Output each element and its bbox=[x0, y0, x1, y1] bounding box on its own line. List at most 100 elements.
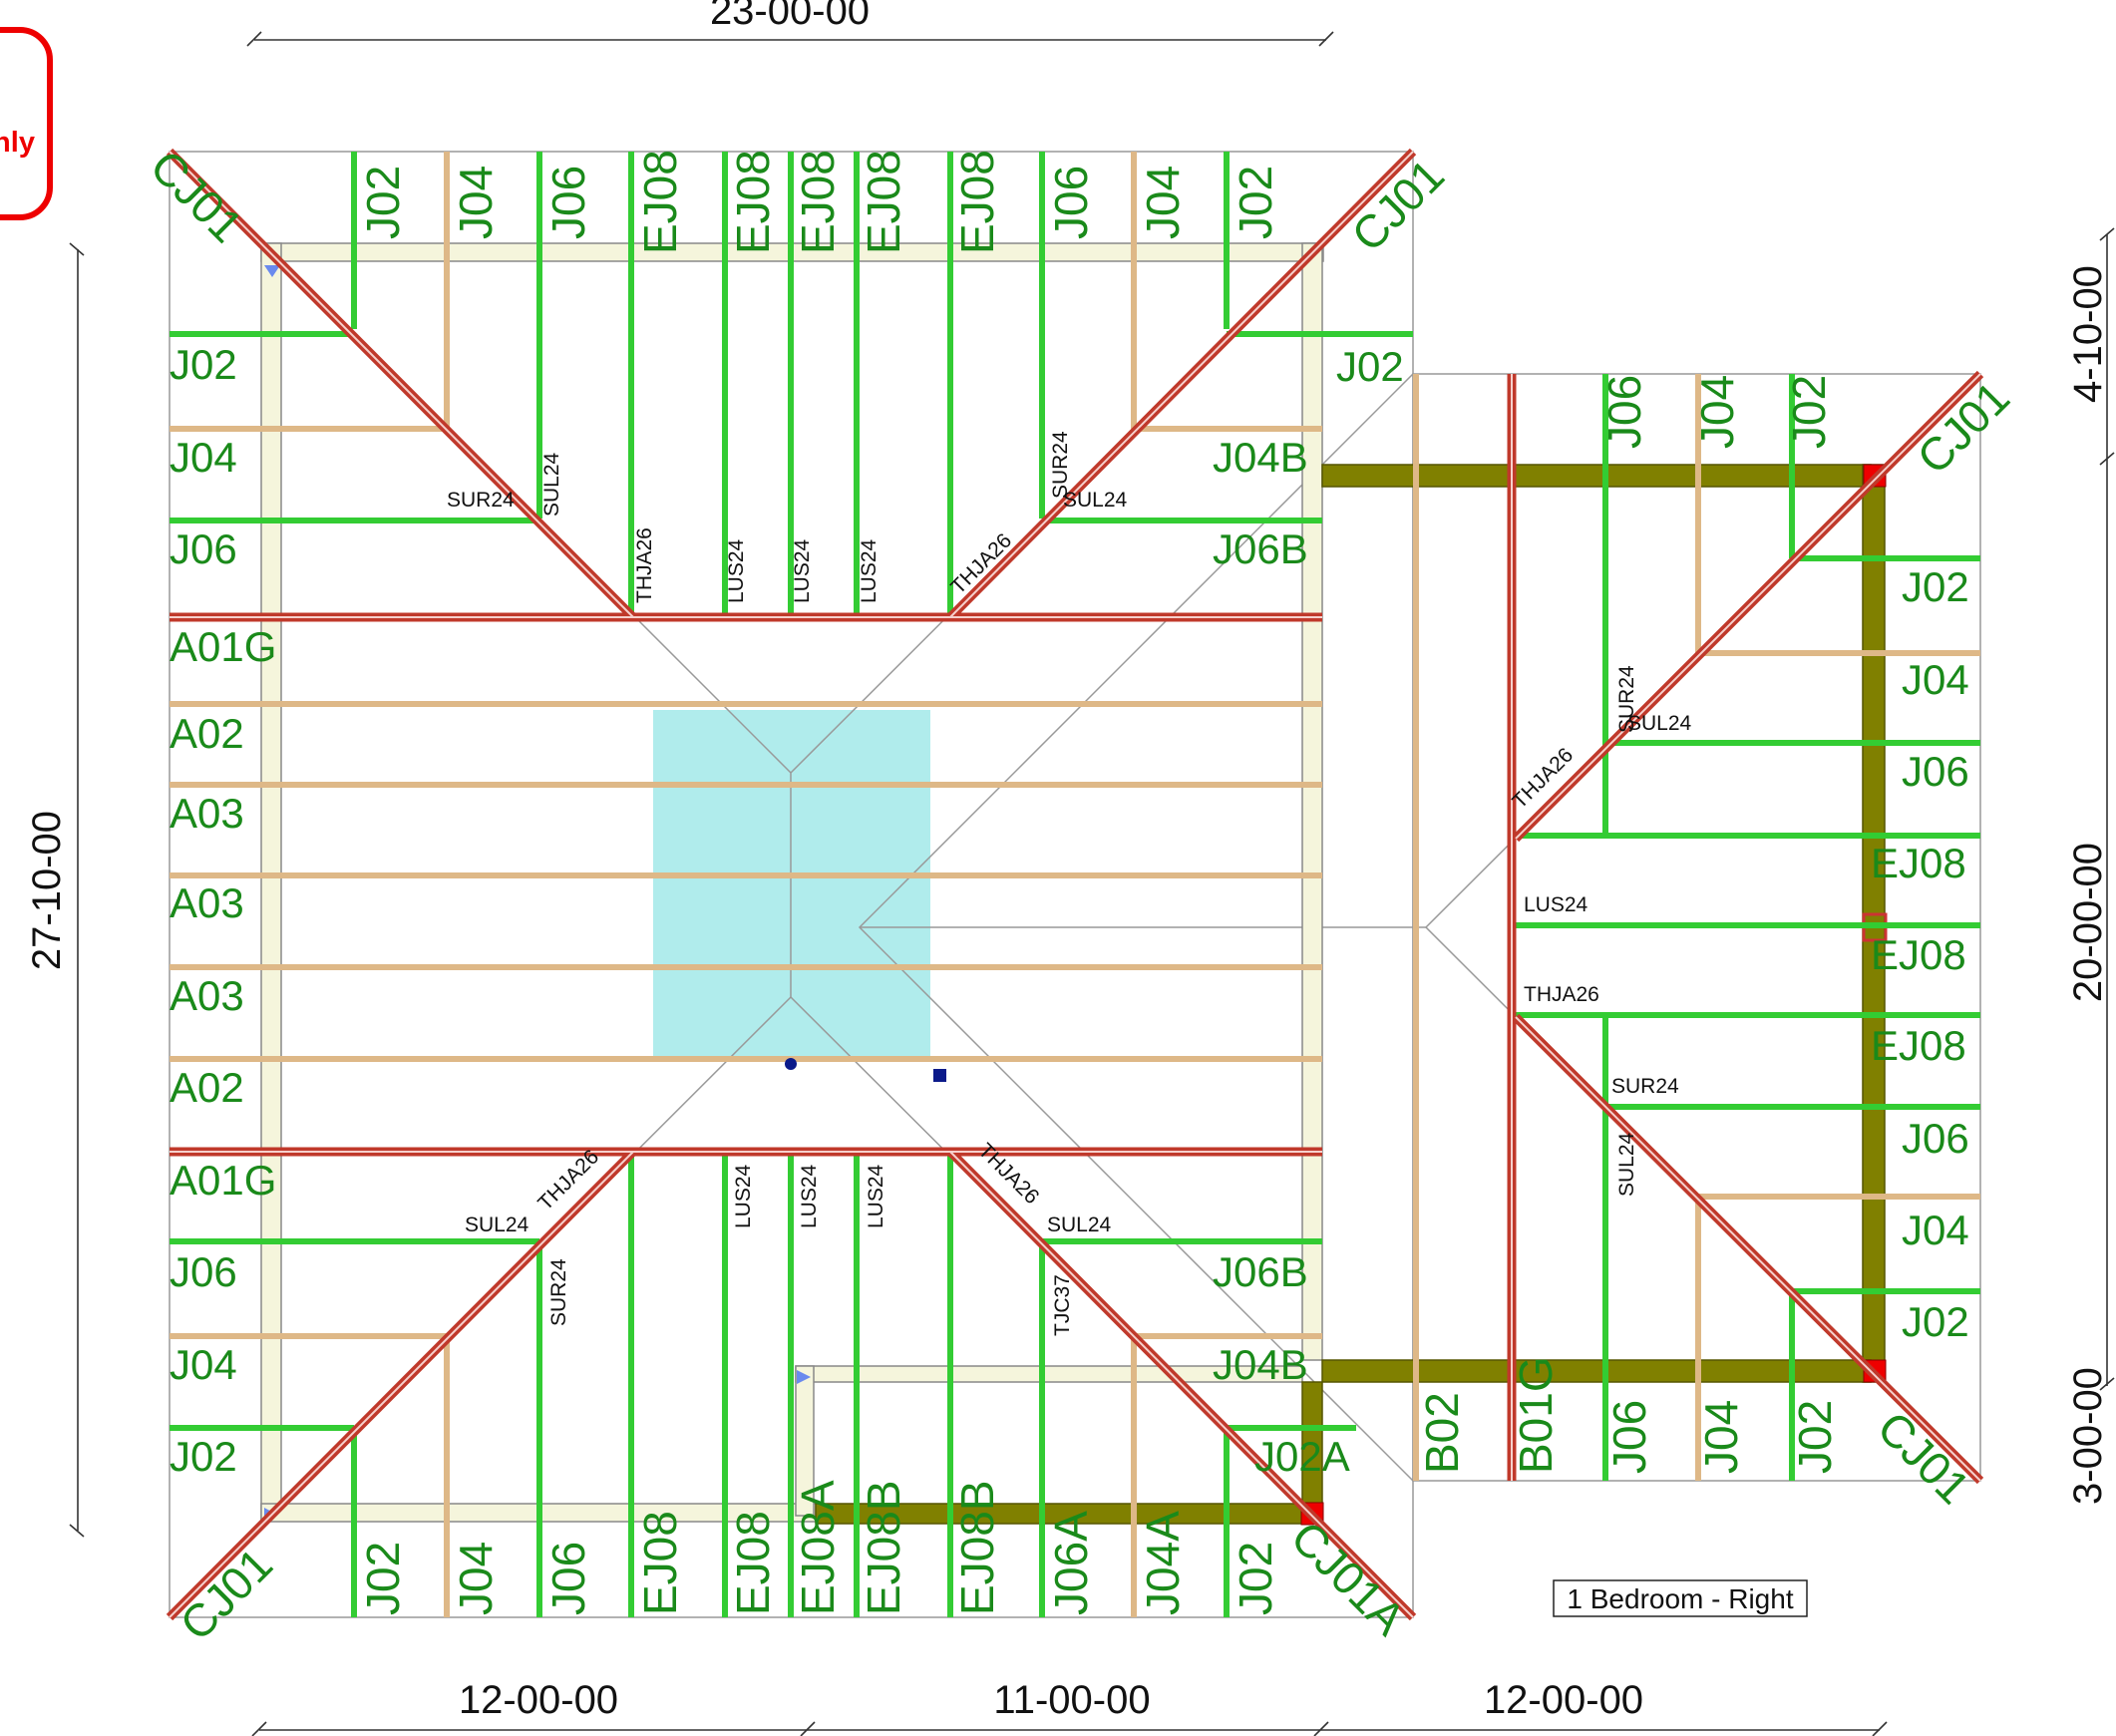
plan-title-box bbox=[1553, 1579, 1808, 1617]
girders bbox=[166, 148, 1984, 1621]
label-wing-r-j06-b: J06 bbox=[1902, 1115, 1969, 1162]
joists bbox=[170, 152, 1980, 1617]
dim-right-3: 3-00-00 bbox=[2066, 1367, 2110, 1505]
label-bot-j06: J06 bbox=[542, 1542, 594, 1615]
label-bot-j06a: J06A bbox=[1045, 1511, 1097, 1615]
dim-bottom-2: 11-00-00 bbox=[993, 1678, 1150, 1722]
label-top-j06: J06 bbox=[542, 166, 594, 239]
ridge-hip-lines bbox=[169, 151, 1981, 1618]
label-right-j06b-2: J06B bbox=[1213, 1248, 1308, 1295]
hw-label: SUR24 bbox=[1049, 431, 1072, 499]
label-left-a01g-top: A01G bbox=[170, 623, 276, 670]
hw-label: THJA26 bbox=[633, 527, 656, 603]
status-badge-text: nly bbox=[0, 127, 35, 159]
member-labels: CJ01 J02 J04 J06 EJ08 EJ08 EJ08 EJ08 EJ0… bbox=[141, 140, 2019, 1650]
label-bot-ej08b-2: EJ08B bbox=[951, 1480, 1003, 1615]
label-top-j02-r: J02 bbox=[1230, 166, 1281, 239]
point-marker bbox=[785, 1058, 797, 1070]
label-wing-j02: J02 bbox=[1783, 375, 1835, 449]
label-top-j06-r: J06 bbox=[1045, 166, 1097, 239]
label-bot-j02: J02 bbox=[357, 1542, 409, 1615]
dim-left: 27-10-00 bbox=[25, 811, 69, 970]
label-right-j04b: J04B bbox=[1213, 434, 1308, 481]
hw-label: LUS24 bbox=[791, 538, 814, 603]
hw-label: SUL24 bbox=[1615, 1132, 1638, 1197]
label-wing-b-j04: J04 bbox=[1695, 1400, 1747, 1474]
label-bot-ej08-1: EJ08 bbox=[634, 1511, 686, 1615]
hw-label: LUS24 bbox=[865, 1164, 887, 1228]
status-badge bbox=[0, 27, 53, 220]
label-wing-r-j02-b: J02 bbox=[1902, 1298, 1969, 1345]
dim-right-1: 4-10-00 bbox=[2066, 265, 2110, 403]
label-top-j04: J04 bbox=[450, 166, 502, 239]
hw-label: SUL24 bbox=[1063, 489, 1128, 512]
hw-label: SUR24 bbox=[1611, 1075, 1679, 1098]
label-bot-cj01a: CJ01A bbox=[1281, 1511, 1416, 1645]
dim-right-2: 20-00-00 bbox=[2066, 843, 2110, 1002]
label-top-ej08-3: EJ08 bbox=[792, 150, 844, 254]
point-marker bbox=[933, 1069, 946, 1082]
label-wing-r-j02: J02 bbox=[1902, 563, 1969, 610]
label-wing-b-j02: J02 bbox=[1789, 1400, 1841, 1474]
hw-label: THJA26 bbox=[1524, 983, 1599, 1006]
label-top-j04-r: J04 bbox=[1137, 166, 1189, 239]
label-right-j06b: J06B bbox=[1213, 525, 1308, 572]
label-left-j02-b: J02 bbox=[170, 1433, 237, 1480]
opening-area bbox=[653, 710, 930, 1059]
label-left-a03-3: A03 bbox=[170, 972, 244, 1019]
plan-title: 1 Bedroom - Right bbox=[1567, 1583, 1793, 1614]
label-left-a03-2: A03 bbox=[170, 879, 244, 926]
label-left-a01g-bottom: A01G bbox=[170, 1157, 276, 1204]
label-top-ej08-4: EJ08 bbox=[858, 150, 909, 254]
hw-label: LUS24 bbox=[732, 1164, 755, 1228]
hw-label: LUS24 bbox=[798, 1164, 821, 1228]
hw-label: SUR24 bbox=[1615, 665, 1638, 733]
dim-bottom-3: 12-00-00 bbox=[1484, 1678, 1643, 1722]
label-top-ej08-1: EJ08 bbox=[634, 150, 686, 254]
label-wing-b02: B02 bbox=[1416, 1392, 1468, 1474]
label-bot-ej08b-1: EJ08B bbox=[858, 1480, 909, 1615]
label-top-j02: J02 bbox=[357, 166, 409, 239]
label-wing-r-j04: J04 bbox=[1902, 656, 1969, 703]
label-wing-r-j06: J06 bbox=[1902, 748, 1969, 795]
label-wing-j04: J04 bbox=[1691, 375, 1743, 449]
hw-label: TJC37 bbox=[1051, 1274, 1074, 1336]
label-top-ej08-5: EJ08 bbox=[951, 150, 1003, 254]
label-right-j02a: J02A bbox=[1254, 1433, 1350, 1480]
hw-label: SUR24 bbox=[547, 1258, 570, 1326]
label-wing-r-ej08-2: EJ08 bbox=[1871, 931, 1966, 978]
hw-label: THJA26 bbox=[1508, 744, 1578, 814]
label-bot-j04: J04 bbox=[450, 1542, 502, 1615]
label-left-j06: J06 bbox=[170, 525, 237, 572]
label-left-a03-1: A03 bbox=[170, 790, 244, 837]
label-top-ej08-2: EJ08 bbox=[727, 150, 779, 254]
plate-marker bbox=[797, 1370, 811, 1384]
hw-label: SUL24 bbox=[540, 452, 563, 517]
label-wing-b-j06: J06 bbox=[1603, 1400, 1655, 1474]
label-left-j04: J04 bbox=[170, 434, 237, 481]
label-left-a02-2: A02 bbox=[170, 1064, 244, 1111]
hw-label: SUR24 bbox=[447, 489, 515, 512]
label-wing-r-ej08-1: EJ08 bbox=[1871, 840, 1966, 886]
hw-label: SUL24 bbox=[1047, 1214, 1112, 1236]
hw-label: LUS24 bbox=[1524, 893, 1588, 916]
label-bot-ej08a: EJ08A bbox=[792, 1480, 844, 1615]
flush-beams bbox=[815, 464, 1886, 1525]
label-bot-ej08-2: EJ08 bbox=[727, 1511, 779, 1615]
label-wing-r-j04-b: J04 bbox=[1902, 1207, 1969, 1253]
plate-marker bbox=[264, 265, 280, 277]
dimension-lines bbox=[69, 31, 2115, 1736]
hw-label: SUL24 bbox=[1627, 712, 1692, 735]
dim-bottom-1: 12-00-00 bbox=[459, 1678, 618, 1722]
label-wing-j06: J06 bbox=[1598, 375, 1650, 449]
label-bot-j02: J02 bbox=[1230, 1542, 1281, 1615]
label-left-j02: J02 bbox=[170, 341, 237, 388]
label-right-j02: J02 bbox=[1336, 343, 1404, 390]
hw-label: LUS24 bbox=[725, 538, 748, 603]
label-top-cj01-left: CJ01 bbox=[141, 140, 253, 252]
dim-top: 23-00-00 bbox=[710, 0, 870, 33]
label-wing-r-ej08-3: EJ08 bbox=[1871, 1022, 1966, 1069]
label-right-j04b-2: J04B bbox=[1213, 1341, 1308, 1388]
label-left-j04-b: J04 bbox=[170, 1341, 237, 1388]
